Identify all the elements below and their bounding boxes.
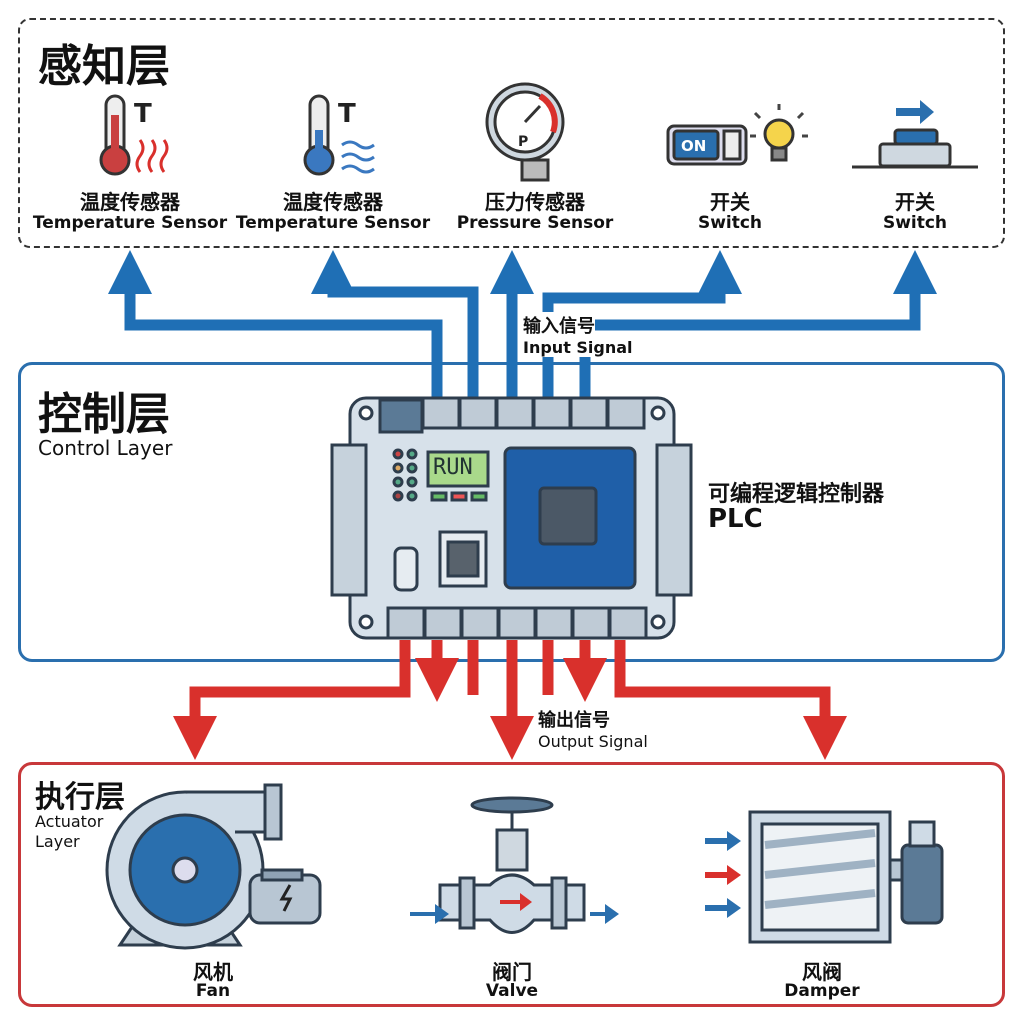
output-arrow-fan — [173, 640, 411, 760]
output-signal-label-en: Output Signal — [538, 732, 648, 751]
svg-text:T: T — [338, 99, 356, 129]
svg-text:P: P — [518, 134, 528, 150]
actuator-layer-box — [18, 762, 1005, 1007]
input-arrow-temp-1 — [108, 250, 443, 400]
plc-board — [330, 396, 693, 640]
svg-text:T: T — [134, 99, 152, 129]
svg-text:ON: ON — [681, 137, 706, 155]
control-layer-title: 控制层 — [38, 389, 170, 440]
device-label-en: Temperature Sensor — [32, 213, 228, 233]
actuator-layer-title: 执行层 — [35, 780, 125, 815]
actuator-layer-subtitle: Layer — [35, 832, 80, 851]
perception-layer-box — [18, 18, 1005, 248]
damper-icon — [705, 810, 944, 944]
device-label-en: Switch — [697, 213, 763, 233]
device-label-en: Temperature Sensor — [235, 213, 431, 233]
device-label-en: Pressure Sensor — [456, 213, 614, 233]
input-signal-label-en: Input Signal — [523, 338, 633, 357]
device-label-cn: 开关 — [895, 190, 935, 214]
valve-icon — [410, 796, 619, 934]
device-label-cn: 温度传感器 — [283, 190, 383, 214]
output-signal-arrows — [173, 640, 847, 760]
input-arrow-temp-2 — [311, 250, 479, 400]
fan-blower-icon — [105, 783, 322, 950]
control-layer-subtitle: Control Layer — [38, 436, 173, 460]
device-label-en: Valve — [485, 981, 539, 1001]
device-label-cn: 风阀 — [802, 960, 842, 984]
plc-label-en: PLC — [708, 504, 763, 534]
output-arrow-damper — [614, 640, 847, 760]
input-signal-label-cn: 输入信号 — [523, 312, 595, 338]
thermometer-cold-icon: T — [303, 94, 375, 176]
input-signal-arrows — [108, 250, 937, 400]
pressure-gauge-icon: P — [485, 82, 565, 182]
device-label-cn: 阀门 — [492, 960, 532, 984]
plc-label-cn: 可编程逻辑控制器 — [708, 482, 885, 507]
toggle-switch-bulb-icon: ON — [666, 104, 808, 166]
thermometer-heat-icon: T — [99, 94, 169, 176]
device-label-en: Damper — [784, 981, 860, 1001]
plc-display: RUN — [433, 455, 473, 480]
device-label-en: Switch — [882, 213, 948, 233]
device-label-cn: 风机 — [193, 960, 233, 984]
actuator-layer-subtitle: Actuator — [35, 812, 104, 831]
perception-layer-title: 感知层 — [38, 41, 170, 92]
push-button-icon — [852, 100, 978, 169]
device-label-cn: 温度传感器 — [80, 190, 180, 214]
output-signal-label-cn: 输出信号 — [538, 706, 610, 732]
input-arrow-switch-2 — [579, 250, 937, 400]
device-label-cn: 开关 — [710, 190, 750, 214]
device-label-en: Fan — [195, 981, 231, 1001]
device-label-cn: 压力传感器 — [485, 190, 585, 214]
